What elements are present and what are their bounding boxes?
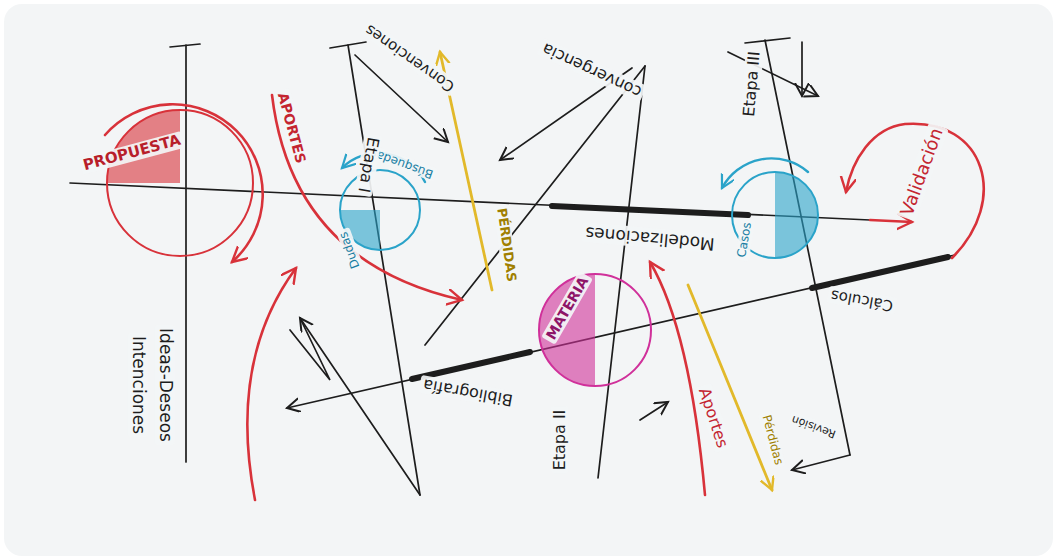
- hatched-bar: [812, 257, 948, 288]
- sketch-arrow: [640, 402, 668, 420]
- axis-line: [185, 45, 187, 462]
- yellow-arrow: [688, 285, 772, 490]
- case-circle: Casos: [730, 170, 820, 260]
- stage-circle: BúsquedasDudas: [338, 168, 422, 252]
- red-arrow: [870, 220, 912, 222]
- hatched-bar: [412, 352, 530, 379]
- stage-line: [425, 66, 645, 345]
- stage-line: [598, 66, 645, 478]
- axis-tick: [330, 42, 366, 48]
- node-text: Casos: [735, 218, 756, 261]
- proposal-circle: PROPUESTA: [105, 108, 255, 258]
- sketch-arrow: [792, 455, 850, 470]
- sketch-arrow: [300, 318, 420, 495]
- red-arrow: [247, 268, 296, 500]
- hatched-bar: [552, 206, 748, 215]
- stage-label: Etapa II: [551, 407, 569, 474]
- sketch-stroke: [290, 318, 330, 380]
- vertical-label: Ideas-Deseos: [155, 325, 175, 445]
- paper-ground: [4, 4, 1053, 556]
- hatched-fill: [775, 172, 818, 258]
- red-loop-arrow: [105, 104, 263, 262]
- axis-tick: [170, 44, 200, 47]
- red-arrow: [272, 95, 462, 300]
- vertical-label: Intenciones: [128, 333, 148, 437]
- circle-outline: [105, 108, 255, 258]
- red-arrow: [650, 262, 705, 495]
- stage-line: [765, 40, 850, 455]
- sketch-arrow: [801, 42, 803, 96]
- axis-tick: [745, 38, 790, 43]
- matter-circle: MATERIA: [537, 272, 653, 388]
